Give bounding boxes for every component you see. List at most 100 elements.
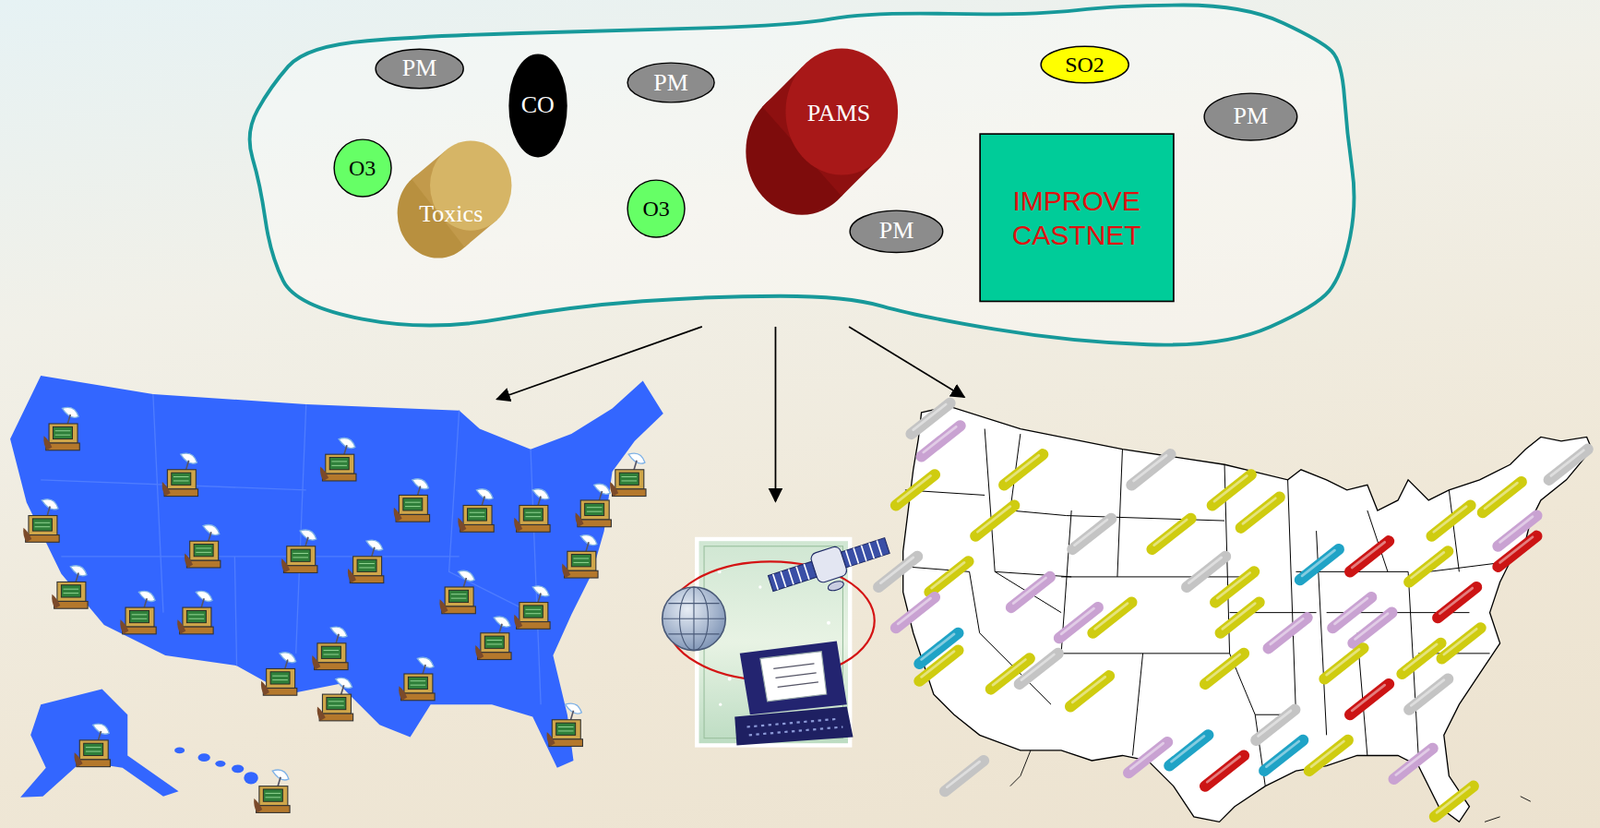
site-marker [1241, 497, 1280, 528]
island [174, 747, 185, 754]
monitor-icon [394, 478, 430, 522]
site-marker [1169, 734, 1208, 765]
marker-shine [921, 651, 955, 678]
site-marker [1264, 740, 1303, 771]
toxics-cylinder: Toxics [391, 136, 514, 260]
marker-shine [1154, 519, 1187, 546]
monitor-icon [253, 769, 290, 812]
marker-shine [1326, 648, 1360, 675]
flow-arrow [848, 326, 965, 397]
marker-shine [897, 597, 931, 624]
site-marker [1011, 576, 1051, 608]
marker-shine [1433, 506, 1467, 533]
site-marker [975, 504, 1015, 536]
site-marker [1309, 740, 1349, 771]
site-markers [878, 403, 1589, 817]
site-marker [1434, 786, 1474, 817]
marker-shine [1351, 541, 1385, 568]
marker-shine [1265, 740, 1299, 767]
site-marker [1408, 550, 1448, 582]
marker-shine [1130, 742, 1163, 769]
site-marker [1152, 518, 1192, 550]
pams-cylinder: PAMS [742, 44, 903, 218]
site-marker [1482, 481, 1522, 513]
monitor-screen [760, 651, 827, 702]
monitor-map [10, 375, 664, 812]
island [214, 760, 226, 767]
co-ellipse: CO [508, 53, 568, 158]
marker-shine [1410, 680, 1444, 706]
network-map [878, 403, 1592, 822]
screen-lines [773, 663, 819, 687]
marker-shine [1206, 756, 1240, 783]
marker-shine [1258, 710, 1291, 737]
monitor-icon [513, 585, 550, 629]
marker-shine [1134, 454, 1167, 481]
globe-grid [663, 586, 725, 651]
marker-shine [1404, 644, 1437, 670]
node-label: CO [521, 90, 555, 120]
satellite-dish [826, 579, 846, 593]
node-label: O3 [642, 194, 669, 222]
site-marker [929, 561, 968, 592]
monitor-icon [574, 483, 611, 526]
pm-ellipse-shape [1204, 93, 1298, 141]
monitor-icon [162, 453, 199, 496]
site-marker [1442, 627, 1481, 658]
marker-shine [1355, 613, 1388, 640]
site-marker [1408, 679, 1448, 710]
site-marker [1268, 617, 1308, 648]
parallel [668, 602, 719, 604]
cylinder-face [786, 47, 899, 175]
pams-cylinder-outline [742, 44, 903, 218]
solar-panel [767, 561, 817, 591]
site-marker [1432, 504, 1471, 536]
monitor-icon [261, 652, 298, 695]
site-marker [1003, 453, 1043, 485]
site-marker [895, 474, 935, 505]
marker-shine [1074, 519, 1107, 546]
keys [746, 718, 843, 736]
marker-shine [1061, 608, 1094, 634]
monitor-icon [561, 535, 598, 578]
network-box-outline [979, 132, 1175, 303]
keyboard [734, 705, 853, 745]
marker-shine [977, 506, 1010, 533]
site-marker [1549, 449, 1589, 480]
site-marker [1324, 647, 1363, 679]
marker-shine [1396, 749, 1429, 776]
site-marker [1131, 453, 1171, 485]
monitor-icon [177, 590, 214, 633]
pm-ellipse: PM [374, 47, 465, 90]
o3-circle-shape [627, 179, 685, 238]
marker-shine [1217, 572, 1250, 598]
state-lines [40, 394, 541, 705]
site-marker [1352, 612, 1392, 644]
pm-ellipse: PM [1203, 92, 1299, 142]
node-label: PM [402, 53, 438, 83]
node-label: SO2 [1064, 50, 1105, 78]
site-marker [1437, 586, 1477, 618]
site-marker [1215, 571, 1254, 602]
network-cloud [250, 5, 1355, 346]
co-ellipse-shape [509, 54, 567, 157]
node-label: PM [1232, 101, 1268, 131]
site-marker [1220, 602, 1260, 633]
marker-shine [1072, 676, 1105, 703]
marker-shine [1334, 597, 1367, 624]
pm-ellipse: PM [626, 61, 716, 104]
marker-shine [1436, 787, 1469, 813]
marker-shine [1005, 454, 1039, 481]
monitor-icon [23, 499, 60, 542]
o3-circle: O3 [333, 138, 393, 198]
node-label: PM [879, 216, 915, 246]
monitor-icon [457, 489, 494, 532]
marker-shine [1410, 551, 1444, 578]
island [198, 752, 211, 762]
monitor-icon [317, 677, 354, 720]
hawaii [174, 747, 259, 785]
marker-shine [1301, 549, 1335, 576]
us-outline [903, 405, 1592, 822]
marker-shine [1171, 735, 1205, 762]
site-marker [1019, 653, 1059, 684]
